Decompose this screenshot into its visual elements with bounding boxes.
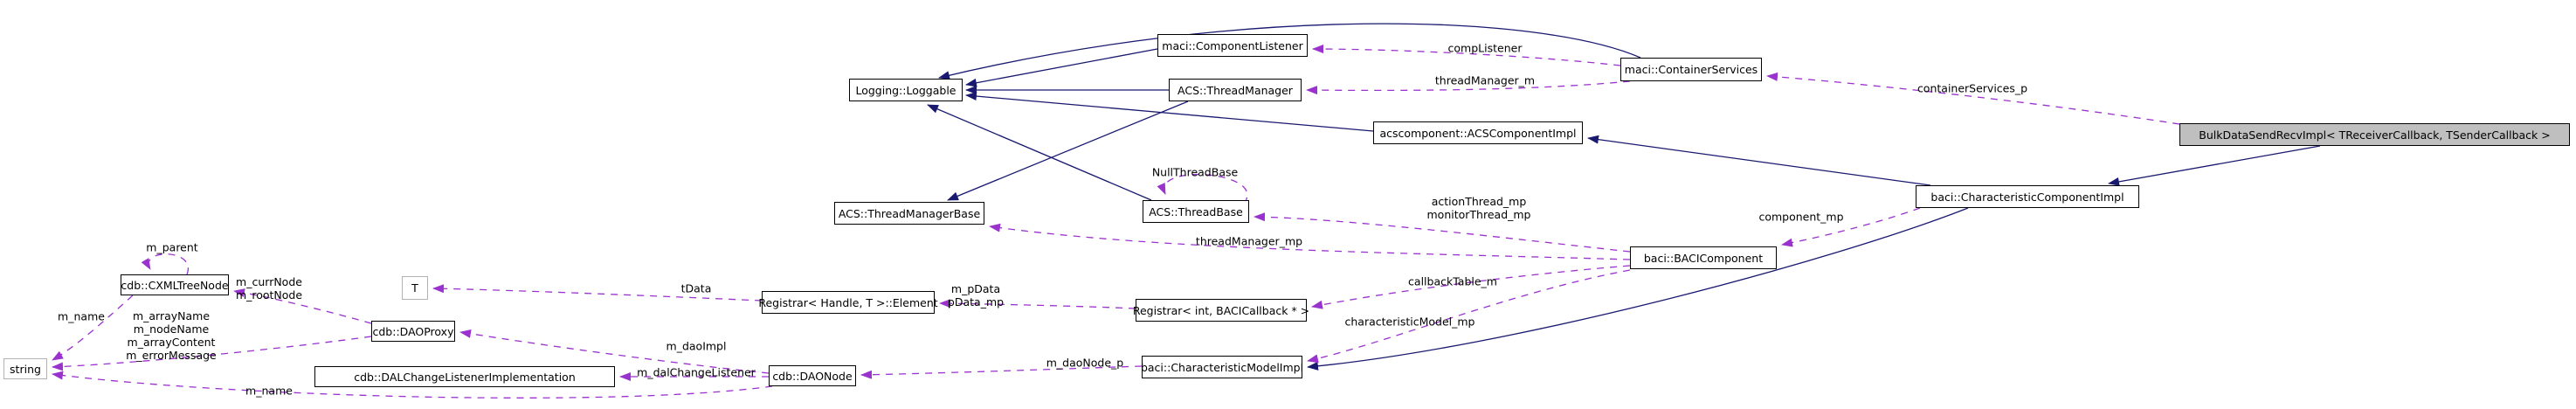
- label-m-name-daonode: m_name: [245, 384, 293, 398]
- label-actionthread-monitorthread: actionThread_mp monitorThread_mp: [1426, 195, 1531, 221]
- class-node-template-t: T: [402, 276, 428, 300]
- class-node-maci-componentlistener[interactable]: maci::ComponentListener: [1157, 34, 1308, 57]
- label-threadmanager-mp: threadManager_mp: [1195, 234, 1303, 248]
- edge-inherit-bulk-charcompimpl: [2108, 145, 2321, 186]
- label-complistener: compListener: [1447, 41, 1523, 55]
- edge-inherit-charcompimpl-charmodelimpl: [1307, 207, 1969, 371]
- edge-usage-nullthreadbase-selfloop: [1157, 174, 1248, 204]
- class-node-logging-loggable[interactable]: Logging::Loggable: [849, 79, 963, 101]
- class-node-bulkdatasendrecvimpl: BulkDataSendRecvImpl< TReceiverCallback,…: [2179, 123, 2570, 146]
- class-node-baci-bacicomponent[interactable]: baci::BACIComponent: [1630, 246, 1777, 269]
- label-containerservices-p: containerServices_p: [1916, 81, 2028, 95]
- label-m-daonode-p: m_daoNode_p: [1046, 356, 1124, 370]
- edge-inherit-charcompimpl-acscomponentimpl: [1587, 135, 1931, 186]
- class-node-string-class: string: [3, 358, 47, 379]
- class-node-acs-threadbase[interactable]: ACS::ThreadBase: [1143, 200, 1249, 223]
- class-node-baci-characteristicmodelimpl[interactable]: baci::CharacteristicModelImpl: [1141, 356, 1303, 378]
- edge-usage-containerservices-p: [1766, 72, 2180, 125]
- edge-usage-m-parent-selfloop: [141, 253, 190, 275]
- class-node-registrar-handle-t-element[interactable]: Registrar< Handle, T >::Element: [758, 291, 938, 314]
- edge-usage-tdata: [432, 284, 763, 302]
- label-mpdata-pdatamp: m_pData pData_mp: [947, 282, 1005, 308]
- class-node-acs-threadmanager[interactable]: ACS::ThreadManager: [1169, 79, 1302, 101]
- label-component-mp: component_mp: [1758, 210, 1844, 224]
- edge-usage-m-daoimpl: [459, 329, 770, 374]
- edge-usage-daoproxy-strings: [52, 336, 372, 371]
- class-node-cdb-dalchangelistenerimplementation[interactable]: cdb::DALChangeListenerImplementation: [314, 366, 615, 387]
- label-m-dalchangelistener: m_dalChangeListener: [637, 365, 756, 379]
- label-nullthreadbase: NullThreadBase: [1151, 165, 1239, 179]
- edge-usage-component-mp: [1781, 207, 1921, 247]
- edge-usage-threadmanager-mp: [989, 223, 1631, 260]
- label-m-daoimpl: m_daoImpl: [666, 339, 727, 353]
- label-callbacktable-m: callbackTable_m: [1408, 274, 1497, 288]
- label-tdata: tData: [680, 281, 712, 295]
- edge-usage-threadmanager-m: [1306, 80, 1631, 95]
- edge-usage-callbacktable-m: [1311, 265, 1631, 309]
- label-mcurrnode-mrootnode: m_currNode m_rootNode: [235, 275, 303, 302]
- edge-inherit-componentlistener-loggable: [965, 48, 1158, 87]
- edge-usage-m-daonode-p: [860, 365, 1143, 379]
- class-node-cdb-cxmltreenode[interactable]: cdb::CXMLTreeNode: [121, 274, 229, 295]
- edge-inherit-threadbase-loggable: [927, 104, 1152, 201]
- edge-inherit-containerservices-loggable: [938, 23, 1641, 80]
- label-daoproxy-strings: m_arrayName m_nodeName m_arrayContent m_…: [126, 309, 217, 362]
- edge-usage-mpdata-pdatamp: [939, 299, 1136, 309]
- edge-usage-m-name-treenode: [52, 295, 134, 361]
- class-node-registrar-int-bacicallback[interactable]: Registrar< int, BACICallback * >: [1133, 299, 1309, 322]
- edge-inherit-threadmanager-threadmanagerbase: [947, 101, 1189, 201]
- class-node-acscomponent-acscomponentimpl[interactable]: acscomponent::ACSComponentImpl: [1373, 121, 1583, 144]
- class-node-cdb-daonode[interactable]: cdb::DAONode: [769, 365, 856, 386]
- label-m-parent: m_parent: [146, 240, 198, 254]
- class-node-cdb-daoproxy[interactable]: cdb::DAOProxy: [371, 321, 455, 342]
- label-threadmanager-m: threadManager_m: [1434, 73, 1536, 87]
- edge-inherit-acscomponentimpl-loggable: [965, 92, 1374, 132]
- label-m-name-treenode: m_name: [58, 309, 105, 323]
- edge-usage-actionthread-monitorthread: [1253, 212, 1631, 253]
- edge-usage-mcurrnode-mrootnode: [233, 288, 372, 324]
- class-node-acs-threadmanagerbase[interactable]: ACS::ThreadManagerBase: [834, 202, 984, 225]
- class-node-baci-characteristiccomponentimpl[interactable]: baci::CharacteristicComponentImpl: [1916, 185, 2139, 208]
- class-node-maci-containerservices[interactable]: maci::ContainerServices: [1620, 58, 1762, 81]
- label-characteristicmodel-mp: characteristicModel_mp: [1344, 315, 1475, 329]
